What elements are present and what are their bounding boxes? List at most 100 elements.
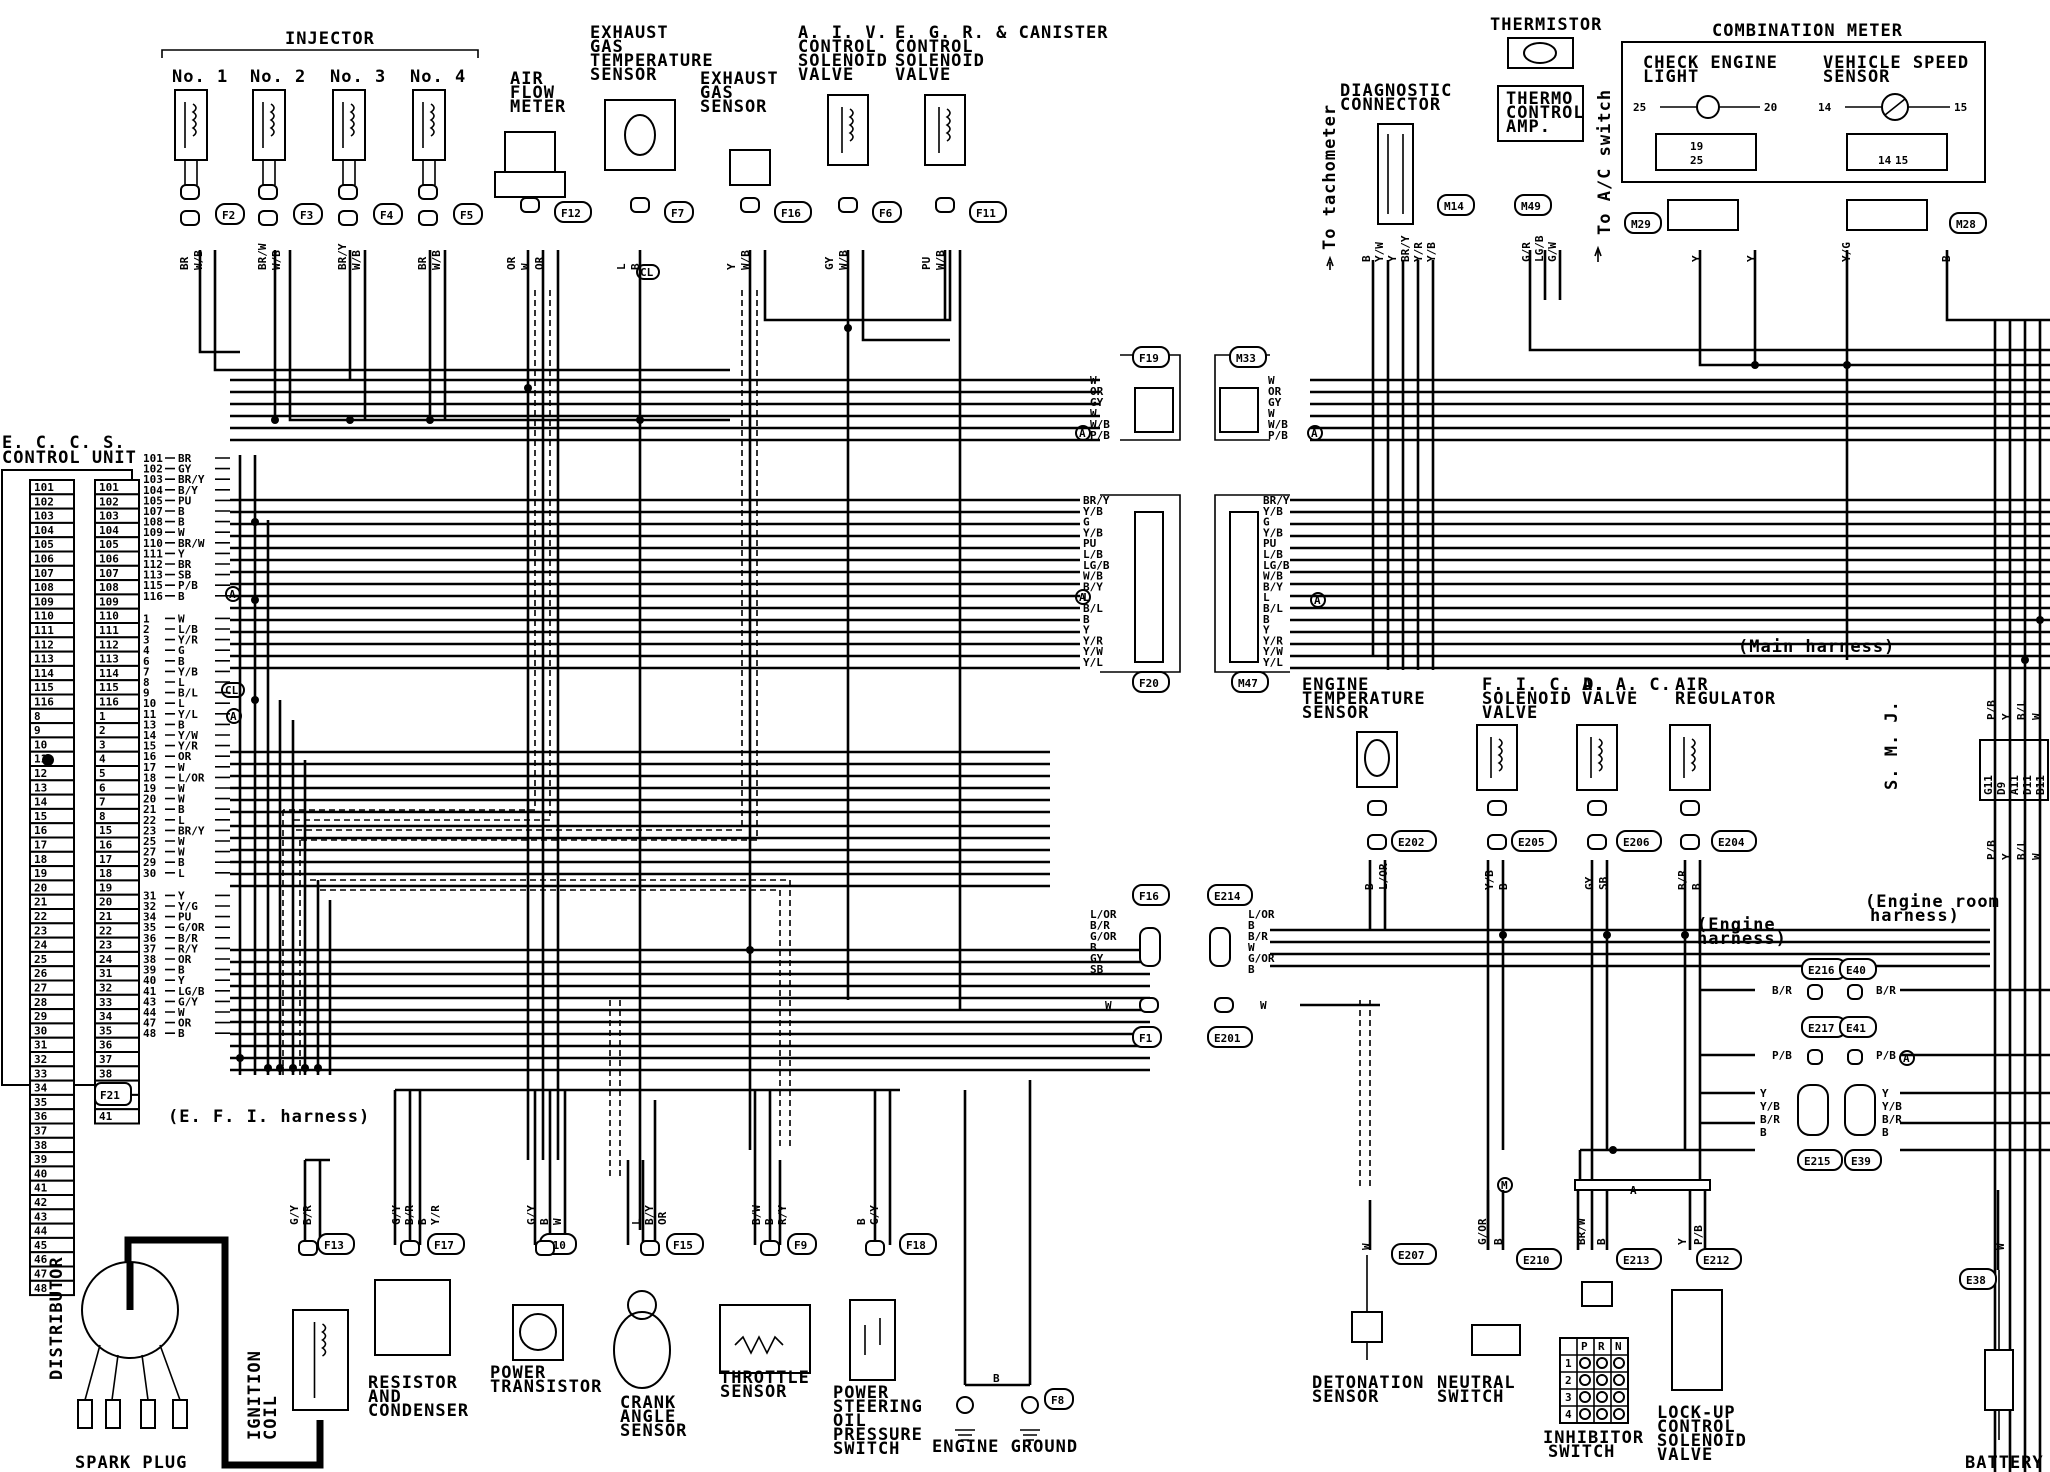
inhibitor-label-1: INHIBITOR [1543,1428,1644,1448]
connector-e210-label: E210 [1523,1254,1550,1267]
resistor-label: AND [368,1387,402,1407]
ecu-pin-number: 107 [34,567,54,580]
component-plug-icon [740,197,760,213]
ecu-pin-color-111: Y [178,547,185,560]
inhibitor-row-4: 4 [1565,1408,1572,1421]
connector-e201-label: E201 [1214,1032,1241,1045]
engine-harness-1: (Engine [1697,915,1776,935]
engine-ground: B ENGINE GROUND [932,1372,1077,1457]
check-engine-lamp-icon [1696,95,1720,119]
connector-e210-badge [1516,1248,1562,1270]
m47-wire-6: LG/B [1263,559,1290,572]
connector-f18-label: F18 [906,1239,926,1252]
m33-wire-4: W/B [1268,418,1288,431]
bottom-plug-icon [640,1240,660,1256]
ecu-pin-16: 16 [143,750,157,763]
e39-wire-2: B/R [1882,1113,1902,1126]
m49-wire-2: G/W [1546,242,1559,262]
diag-connector-body [1377,123,1414,225]
inhibitor-terminal-icon [1613,1374,1625,1386]
f20-wire-5: L/B [1083,548,1103,561]
connector-f15-label: F15 [673,1239,693,1252]
ecu-pin-color-19: W [178,782,185,795]
junction-dot [1609,1146,1617,1154]
ecu-pin-number: 8 [34,710,41,723]
f20-wire-0: BR/Y [1083,494,1110,507]
m47-wire-8: B/Y [1263,580,1283,593]
engine-room-harness-1: (Engine room [1865,892,2000,912]
bottom-wire: W [551,1218,564,1225]
smj-pin-4: B11 [2034,775,2047,795]
component-wire: L [615,263,628,270]
ecu-pin-color-43: G/Y [178,995,198,1008]
connector-e215-badge [1797,1149,1843,1171]
ecu-pin-color-41: LG/B [178,985,205,998]
ecu-pin-number: 16 [99,839,113,852]
ps-switch-label: STEERING [833,1397,923,1417]
m47-wire-15: Y/L [1263,656,1283,669]
ecu-pin-color-18: L/OR [178,771,205,784]
connector-m33-badge [1229,346,1267,368]
connector-f6-badge [872,201,902,223]
ecu-pin-color-2: L/B [178,623,198,636]
ecu-pin-15: 15 [143,740,156,753]
f19-wire-5: P/B [1090,429,1110,442]
ecu-pin-39: 39 [143,964,156,977]
m47-wire-11: B [1263,613,1270,626]
lockup-wire-1: P/B [1692,1225,1705,1245]
bottom-wire: Y/R [429,1205,442,1225]
ecu-pin-color-20: W [178,793,185,806]
spark-plug-icon-1 [77,1399,93,1429]
ecu-pin-number: 30 [34,1024,47,1037]
connector-m29-label: M29 [1631,218,1651,231]
connector-f9-badge [787,1233,817,1255]
ecu-pin-108: 108 [143,516,163,529]
marker-a-label: A [230,710,237,723]
ignition-coil-icon [292,1309,349,1411]
ecu-pin-31: 31 [143,889,157,902]
f20-wire-14: Y/W [1083,645,1103,658]
e214-wire-1: B [1248,919,1255,932]
ecu-pin-number: 20 [99,896,112,909]
f19-wire-3: W [1090,407,1097,420]
connector-e39-label: E39 [1851,1155,1871,1168]
inhibitor-terminal-icon [1579,1391,1591,1403]
connector-f4-label: F4 [380,209,394,222]
m47-wire-10: B/L [1263,602,1283,615]
injector-label: No. 4 [410,67,466,87]
ecu-pin-number: 3 [99,738,106,751]
m33-wire-3: W [1268,407,1275,420]
air-flow-meter-icon [504,131,556,173]
component-label-line: TEMPERATURE [590,51,714,71]
air-flow-meter-plug [494,171,566,198]
f20-wire-15: Y/L [1083,656,1103,669]
connector-e216-plug [1807,984,1823,1000]
bottom-wire: B/Y [643,1205,656,1225]
splice-a-label: A [1630,1184,1637,1197]
mid-component-label: VALVE [1482,703,1538,723]
mid-plug-icon [1587,800,1607,816]
ecu-pin-20: 20 [143,793,156,806]
efi-harness-label: (E. F. I. harness) [168,1107,370,1127]
ecu-pin-color-15: Y/R [178,740,198,753]
component-plug-icon [838,197,858,213]
ecu-pin-number: 29 [34,1010,47,1023]
m47-wire-4: PU [1263,537,1277,550]
ecu-pin-color-44: W [178,1006,185,1019]
component-wire: OR [505,256,518,270]
ecu-label-2: CONTROL UNIT [2,448,137,468]
f20-wire-11: B [1083,613,1090,626]
connector-f16b-block [1139,927,1161,967]
ecu-pin-number: 31 [34,1039,48,1052]
ecu-pin-116: 116 [143,590,163,603]
ecu-pin-104: 104 [143,484,163,497]
f20-wire-6: LG/B [1083,559,1110,572]
junction-dot [1681,931,1689,939]
ecu-pin-number: 2 [99,724,106,737]
f16-wire-0: L/OR [1090,908,1117,921]
mid-wire: B [1363,883,1376,890]
ecu-pin-number: 37 [34,1125,47,1138]
